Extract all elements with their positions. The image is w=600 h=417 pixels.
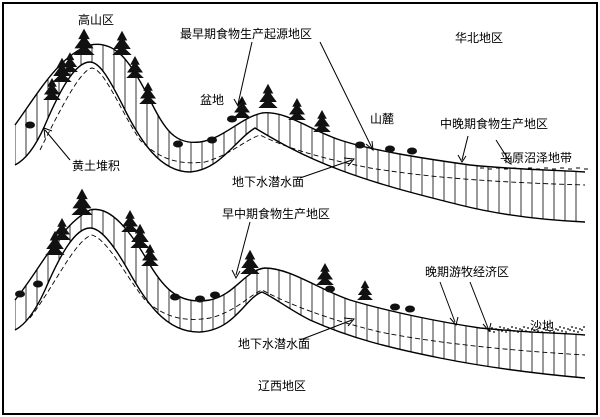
label-earliest-origin: 最早期食物生产起源地区 — [180, 26, 312, 41]
bottom-trees — [45, 188, 373, 300]
top-shrubs — [25, 115, 417, 155]
tree-icon — [258, 83, 278, 108]
label-late-nomadic: 晚期游牧经济区 — [425, 264, 509, 279]
tree-icon — [233, 96, 251, 118]
top-trees — [43, 28, 331, 132]
bottom-groundwater-line — [29, 234, 586, 356]
tree-icon — [71, 188, 93, 215]
top-arrows — [43, 41, 512, 179]
bottom-shrubs — [15, 280, 415, 313]
tree-icon — [45, 230, 65, 255]
tree-icon — [313, 110, 331, 132]
shrub-icon — [210, 291, 220, 299]
shrub-icon — [325, 285, 335, 293]
sand-marks — [489, 326, 585, 333]
tree-icon — [139, 82, 157, 104]
shrub-icon — [25, 121, 35, 129]
label-high-mountain: 高山区 — [78, 12, 114, 27]
label-loess: 黄土堆积 — [72, 159, 120, 173]
label-bottom-groundwater: 地下水潜水面 — [238, 337, 310, 351]
tree-icon — [316, 263, 334, 285]
shrub-icon — [407, 147, 417, 155]
top-bedrock-line — [14, 61, 586, 223]
bottom-ground-surface — [14, 208, 586, 336]
top-ground-surface — [14, 43, 586, 173]
shrub-icon — [390, 303, 400, 311]
tree-icon — [62, 52, 78, 72]
swamp-marks — [480, 167, 588, 170]
tree-icon — [126, 56, 144, 78]
label-early-mid-production: 早中期食物生产地区 — [222, 206, 330, 221]
tree-icon — [73, 28, 95, 55]
label-mountain-foot: 山麓 — [370, 112, 394, 126]
shrub-icon — [173, 140, 183, 148]
tree-icon — [141, 244, 159, 266]
shrub-icon — [170, 293, 180, 301]
label-plain-swamp: 平原沼泽地带 — [500, 151, 572, 165]
bottom-arrows — [231, 221, 492, 341]
tree-icon — [112, 30, 132, 55]
shrub-icon — [15, 290, 25, 298]
tree-icon — [240, 249, 260, 274]
tree-icon — [121, 210, 139, 232]
tree-icon — [288, 98, 306, 120]
shrub-icon — [33, 280, 43, 288]
tree-icon — [130, 223, 150, 248]
top-groundwater-line — [39, 67, 586, 186]
label-basin: 盆地 — [200, 93, 224, 107]
label-mid-late-production: 中晚期食物生产地区 — [440, 116, 548, 131]
shrub-icon — [227, 115, 237, 123]
label-top-region: 华北地区 — [455, 31, 503, 45]
shrub-icon — [405, 305, 415, 313]
tree-icon — [43, 78, 61, 100]
label-top-groundwater: 地下水潜水面 — [232, 175, 304, 189]
tree-icon — [52, 57, 72, 82]
tree-icon — [357, 280, 373, 300]
label-sand: 沙地 — [530, 319, 554, 333]
shrub-icon — [355, 141, 365, 149]
bottom-bedrock-line — [14, 227, 586, 379]
shrub-icon — [195, 295, 205, 303]
shrub-icon — [207, 136, 217, 144]
shrub-icon — [385, 145, 395, 153]
label-bottom-region: 辽西地区 — [258, 379, 306, 393]
tree-icon — [53, 218, 71, 240]
